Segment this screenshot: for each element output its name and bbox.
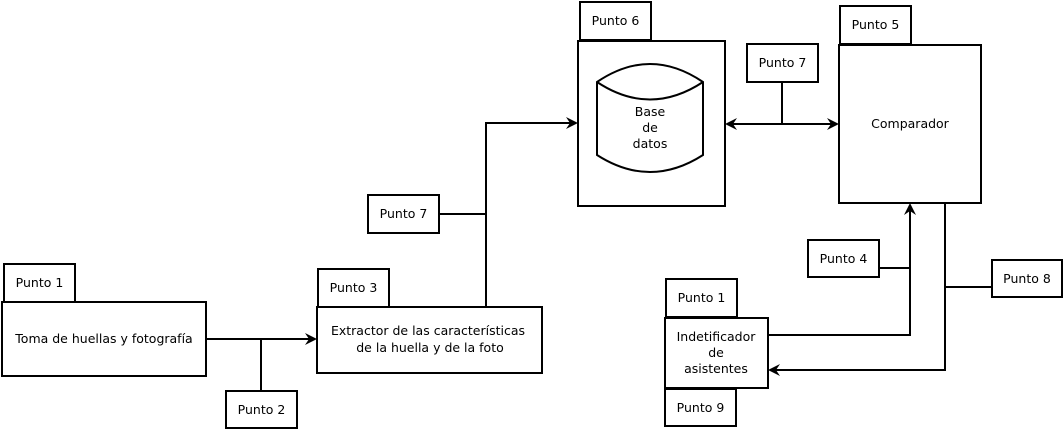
punto6-tag: Punto 6 [579,1,652,41]
extractor-block: Extractor de las características de la h… [316,306,543,374]
database-cylinder-icon [596,63,704,173]
arrowhead-extractor [305,333,317,345]
punto7-top-tag: Punto 7 [746,43,819,83]
extractor-label-line1: Extractor de las características [331,323,525,338]
punto5-text: Punto 5 [852,17,900,32]
database-label-line3: datos [633,136,668,151]
punto7-top-text: Punto 7 [759,55,807,70]
punto7-left-tag: Punto 7 [367,194,440,234]
punto3-text: Punto 3 [330,280,378,295]
punto1-toma-tag: Punto 1 [3,263,76,303]
comparador-block: Comparador [838,44,982,204]
punto4-text: Punto 4 [820,251,868,266]
punto3-tag: Punto 3 [317,268,390,308]
arrowhead-ident [768,364,780,376]
database-block: Base de datos [577,40,726,207]
punto9-tag: Punto 9 [664,388,737,427]
punto9-text: Punto 9 [677,400,725,415]
punto2-tag: Punto 2 [225,390,298,429]
toma-block: Toma de huellas y fotografía [1,301,207,377]
database-cylinder-rim [596,81,704,101]
extractor-label-line2: de la huella y de la foto [356,340,504,355]
toma-label: Toma de huellas y fotografía [14,331,192,346]
punto1-ident-tag: Punto 1 [665,278,738,318]
punto8-tag: Punto 8 [991,259,1063,298]
punto1-ident-text: Punto 1 [678,290,726,305]
punto5-tag: Punto 5 [839,5,912,45]
punto2-text: Punto 2 [238,402,286,417]
database-label-line1: Base [635,104,666,119]
arrowhead-db-left [566,117,578,129]
arrowhead-comparador-left [827,118,839,130]
punto8-text: Punto 8 [1003,271,1051,286]
punto6-text: Punto 6 [592,13,640,28]
connector-comparador-to-ident [776,203,946,371]
identificador-label-line2: de [708,345,724,360]
identificador-block: Indetificador de asistentes [664,317,769,389]
comparador-label: Comparador [871,116,950,131]
arrowhead-comparador-bottom [904,203,916,215]
arrowhead-db-right [725,118,737,130]
identificador-label-line1: Indetificador [677,329,757,344]
connector-extractor-to-db [485,122,570,307]
database-label-line2: de [642,120,658,135]
identificador-label-line3: asistentes [684,361,748,376]
punto7-left-text: Punto 7 [380,206,428,221]
punto4-tag: Punto 4 [807,239,880,278]
punto1-toma-text: Punto 1 [16,275,64,290]
connector-ident-to-comparador [768,211,911,336]
